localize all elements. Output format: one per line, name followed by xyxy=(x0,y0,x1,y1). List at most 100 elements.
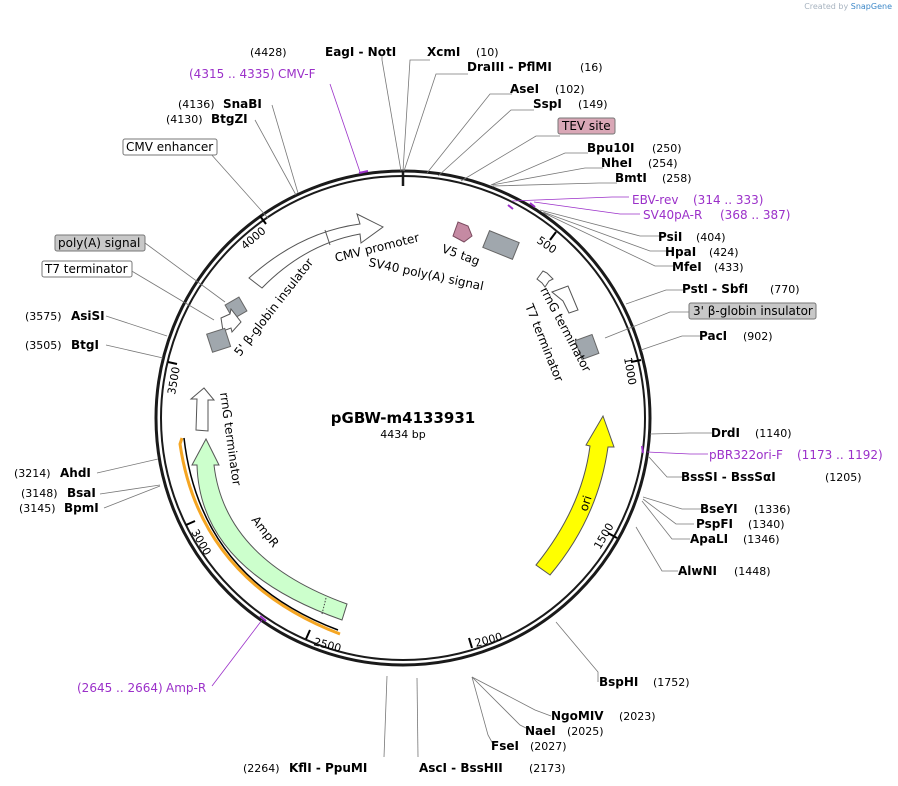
creator-credit: Created by SnapGene xyxy=(804,2,892,11)
leader-paci xyxy=(640,335,700,351)
site-asei-name: AseI xyxy=(510,82,539,96)
site-hpai-pos: (424) xyxy=(709,246,739,259)
site-btgi-name: BtgI xyxy=(71,338,99,352)
primer-sv40pa-r: SV40pA-R(368 .. 387) xyxy=(643,208,790,222)
site-naei-name: NaeI xyxy=(525,724,556,738)
leader-amp-r xyxy=(211,619,263,687)
site-bpu10i: Bpu10I(250) xyxy=(587,141,682,155)
leader-pbr xyxy=(646,451,708,455)
site-bmti-pos: (258) xyxy=(662,172,692,185)
site-bseyi-name: BseYI xyxy=(700,502,738,516)
beta3-box xyxy=(688,302,817,320)
tick-2500 xyxy=(305,629,311,640)
t7-terminator-right-arrow xyxy=(551,285,579,314)
polya-box xyxy=(54,234,146,252)
primer-pbr322ori-f: pBR322ori-F (1173 .. 1192) xyxy=(709,448,883,462)
v5-tag-arrow xyxy=(452,221,473,243)
sv40-polya-block xyxy=(482,230,520,260)
ampr-outline xyxy=(178,437,341,636)
leader-psii xyxy=(539,209,660,237)
t7-box xyxy=(41,260,133,278)
site-xcmi: XcmI(10) xyxy=(427,45,499,59)
site-eagi-noti: (4428)EagI - NotI xyxy=(250,45,396,59)
site-asisi: (3575)AsiSI xyxy=(25,309,105,323)
t7-text: T7 terminator xyxy=(44,262,128,276)
site-asci: AscI - BssHII(2173) xyxy=(419,761,566,775)
primer-cmv-f-range: (4315 .. 4335) xyxy=(189,67,275,81)
site-alwni-name: AlwNI xyxy=(678,564,717,578)
leader-apali xyxy=(641,500,690,540)
boxed-label-t7: T7 terminator xyxy=(41,260,133,278)
site-mfei-pos: (433) xyxy=(714,261,744,274)
leader-ngomiv xyxy=(471,676,552,717)
tick-4000 xyxy=(259,215,267,225)
tick-500 xyxy=(549,231,557,241)
leader-pstI xyxy=(625,289,683,305)
ampr-arrow xyxy=(191,437,348,621)
feature-label-ori: ori xyxy=(577,494,595,513)
site-bpmi-name: BpmI xyxy=(64,501,99,515)
site-alwni-pos: (1448) xyxy=(734,565,771,578)
site-nhei: NheI(254) xyxy=(601,156,678,170)
leader-asei xyxy=(426,93,512,174)
tick-2000 xyxy=(468,637,473,649)
features xyxy=(178,213,615,636)
cmv-enhancer-box xyxy=(122,138,218,156)
site-btgi: (3505) BtgI xyxy=(25,338,99,352)
site-kfli: (2264)KflI - PpuMI xyxy=(243,761,367,775)
leader-bpu10i xyxy=(490,152,588,186)
site-nhei-pos: (254) xyxy=(648,157,678,170)
site-bmti: BmtI(258) xyxy=(615,171,692,185)
leader-bpmi xyxy=(103,485,161,509)
site-asci-pos: (2173) xyxy=(529,762,566,775)
site-fsei-pos: (2027) xyxy=(530,740,567,753)
site-draiii: DraIII - PflMI(16) xyxy=(467,60,603,74)
primer-amp-r-range: (2645 .. 2664) xyxy=(77,681,163,695)
boxed-label-cmv-enhancer: CMV enhancer xyxy=(122,138,218,156)
site-btgi-pos: (3505) xyxy=(25,339,62,352)
site-psti: PstI - SbfI(770) xyxy=(682,282,800,296)
primer-sv40pa-r-range: (368 .. 387) xyxy=(720,208,790,222)
site-naei: NaeI(2025) xyxy=(525,724,604,738)
primer-pbr322ori-f-range: (1173 .. 1192) xyxy=(797,448,883,462)
primer-mark-ebv-rev xyxy=(507,204,514,210)
leader-sspi xyxy=(437,109,534,177)
site-ahdi-pos: (3214) xyxy=(14,467,51,480)
site-bpu10i-name: Bpu10I xyxy=(587,141,634,155)
site-bsphi: BspHI(1752) xyxy=(599,675,690,689)
tick-1500 xyxy=(607,532,618,539)
leader-tev xyxy=(460,135,560,182)
primer-mark-cmv-f xyxy=(358,170,369,174)
site-eagi-noti-pos: (4428) xyxy=(250,46,287,59)
site-psti-pos: (770) xyxy=(770,283,800,296)
site-ngomiv-pos: (2023) xyxy=(619,710,656,723)
leader-nhei xyxy=(491,167,603,186)
site-drdi: DrdI (1140) xyxy=(711,426,792,440)
site-drdi-pos: (1140) xyxy=(755,427,792,440)
site-hpai-name: HpaI xyxy=(665,245,696,259)
primer-pbr322ori-f-name: pBR322ori-F xyxy=(709,448,783,462)
site-bpmi-pos: (3145) xyxy=(19,502,56,515)
creator-prefix: Created by xyxy=(804,2,849,11)
site-asei-pos: (102) xyxy=(555,83,585,96)
site-btgzi-name: BtgZI xyxy=(211,112,248,126)
site-sspi-name: SspI xyxy=(533,97,562,111)
site-drdi-name: DrdI xyxy=(711,426,740,440)
primer-cmv-f-name: CMV-F xyxy=(278,67,316,81)
site-bsphi-name: BspHI xyxy=(599,675,638,689)
site-bsssi: BssSI - BssSαI(1205) xyxy=(681,470,862,484)
snapgene-brand: SnapGene xyxy=(850,2,892,11)
site-psii: PsiI(404) xyxy=(658,230,726,244)
site-asei: AseI (102) xyxy=(510,82,585,96)
tick-3000 xyxy=(185,520,196,526)
polya-text: poly(A) signal xyxy=(58,236,140,250)
leader-eagi xyxy=(381,56,402,172)
site-bsai-name: BsaI xyxy=(67,486,96,500)
site-snabi-pos: (4136) xyxy=(178,98,215,111)
plasmid-size: 4434 bp xyxy=(380,428,425,441)
site-alwni: AlwNI (1448) xyxy=(678,564,771,578)
primer-cmv-f: (4315 .. 4335)CMV-F xyxy=(189,67,316,81)
site-hpai: HpaI (424) xyxy=(665,245,739,259)
site-mfei: MfeI(433) xyxy=(672,260,744,274)
